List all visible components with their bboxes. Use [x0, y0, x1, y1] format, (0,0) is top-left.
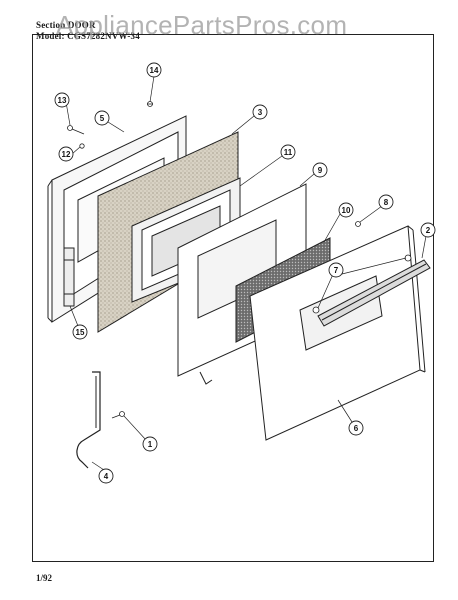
svg-text:11: 11 [284, 148, 293, 157]
svg-text:12: 12 [62, 150, 71, 159]
svg-text:9: 9 [318, 166, 323, 175]
model-label: Model: CGS7282NVW-34 [36, 31, 140, 41]
screw-13 [67, 125, 85, 135]
callout-8: 8 [378, 194, 394, 210]
svg-text:6: 6 [354, 424, 359, 433]
svg-text:4: 4 [104, 472, 109, 481]
svg-text:3: 3 [258, 108, 263, 117]
screw-12 [79, 143, 85, 149]
callout-6: 6 [348, 420, 364, 436]
section-label: Section DOOR [36, 20, 96, 30]
screw-8 [355, 221, 361, 227]
callout-4: 4 [98, 468, 114, 484]
screw-1 [111, 411, 125, 419]
door-hinge [76, 371, 101, 469]
svg-text:8: 8 [384, 198, 389, 207]
callout-2: 2 [420, 222, 436, 238]
svg-text:15: 15 [76, 328, 85, 337]
svg-text:7: 7 [334, 266, 339, 275]
svg-text:2: 2 [426, 226, 431, 235]
door-handle [317, 259, 431, 327]
screw-14 [147, 101, 153, 107]
svg-text:1: 1 [148, 440, 153, 449]
svg-text:13: 13 [58, 96, 67, 105]
hinge-bracket-strip [63, 247, 75, 307]
callout-5: 5 [94, 110, 110, 126]
svg-text:5: 5 [100, 114, 105, 123]
callout-11: 11 [280, 144, 296, 160]
callout-10: 10 [338, 202, 354, 218]
callout-14: 14 [146, 62, 162, 78]
callout-3: 3 [252, 104, 268, 120]
callout-12: 12 [58, 146, 74, 162]
footer-date: 1/92 [36, 573, 53, 583]
callout-7: 7 [328, 262, 344, 278]
svg-text:14: 14 [150, 66, 159, 75]
callout-15: 15 [72, 324, 88, 340]
callout-1: 1 [142, 436, 158, 452]
callout-13: 13 [54, 92, 70, 108]
svg-text:10: 10 [342, 206, 351, 215]
callout-9: 9 [312, 162, 328, 178]
diagram-frame [32, 34, 434, 562]
screw-7a [312, 306, 320, 314]
watermark: AppliancePartsPros.com [56, 10, 348, 40]
